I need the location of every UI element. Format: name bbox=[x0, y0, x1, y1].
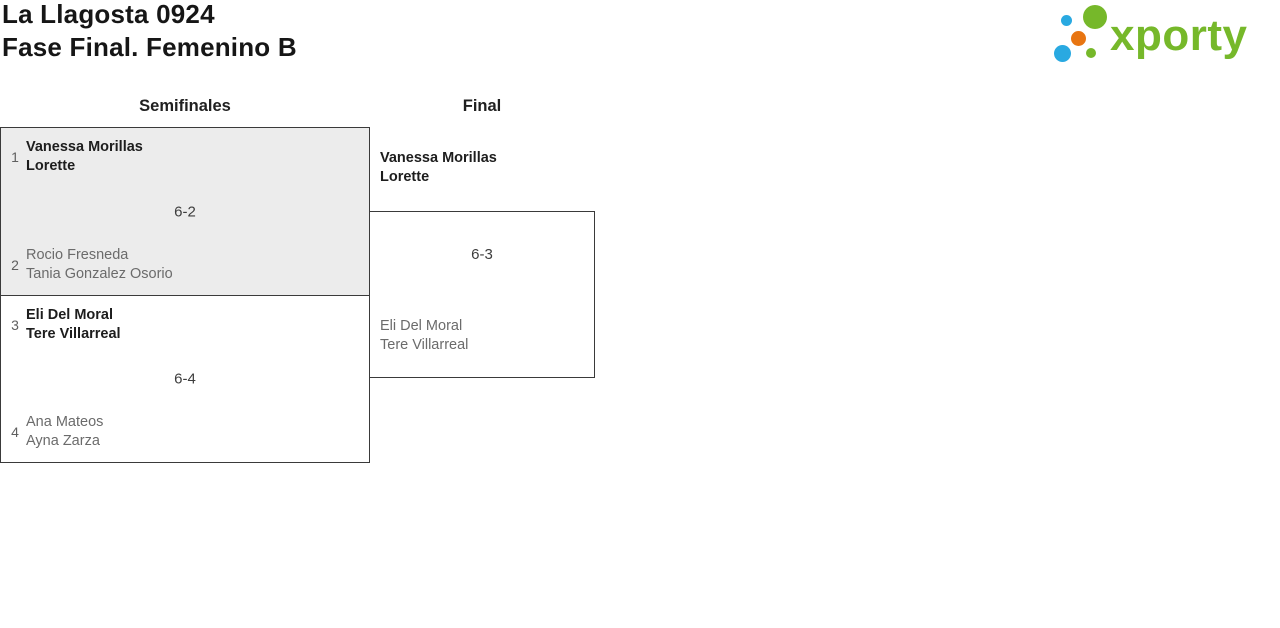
logo-dot-blue-large-icon bbox=[1054, 45, 1071, 62]
seed-number: 3 bbox=[11, 317, 19, 333]
player-name: Eli Del Moral bbox=[26, 307, 114, 323]
logo-dot-green-large-icon bbox=[1083, 5, 1107, 29]
team-names: Eli Del Moral Tere Villarreal bbox=[26, 306, 121, 344]
player-name: Ana Mateos bbox=[26, 414, 104, 430]
match-card-semifinal-2: 3 Eli Del Moral Tere Villarreal 6-4 4 An… bbox=[0, 295, 370, 463]
team-names: Vanessa Morillas Lorette bbox=[26, 138, 143, 176]
logo-dot-orange-icon bbox=[1071, 31, 1086, 46]
player-name: Vanessa Morillas bbox=[380, 150, 497, 166]
team-row-winner: 3 Eli Del Moral Tere Villarreal bbox=[1, 306, 121, 344]
xporty-logo: xporty bbox=[1050, 0, 1280, 72]
xporty-logo-text: xporty bbox=[1110, 11, 1248, 60]
player-name: Lorette bbox=[380, 169, 430, 185]
player-name: Rocio Fresneda bbox=[26, 247, 129, 263]
team-row-winner: 1 Vanessa Morillas Lorette bbox=[1, 138, 143, 176]
match-score: 6-3 bbox=[471, 246, 493, 263]
logo-dot-blue-small-icon bbox=[1061, 15, 1072, 26]
match-card-semifinal-1: 1 Vanessa Morillas Lorette 6-2 2 Rocio F… bbox=[0, 127, 370, 296]
final-winner-team: Vanessa Morillas Lorette bbox=[380, 149, 497, 187]
round-header-semifinales: Semifinales bbox=[139, 97, 231, 115]
tournament-name: La Llagosta 0924 bbox=[2, 0, 215, 29]
seed-number: 1 bbox=[11, 149, 19, 165]
player-name: Tania Gonzalez Osorio bbox=[26, 266, 173, 282]
match-card-final: 6-3 Eli Del Moral Tere Villarreal bbox=[369, 211, 595, 378]
player-name: Lorette bbox=[26, 158, 76, 174]
team-names: Rocio Fresneda Tania Gonzalez Osorio bbox=[26, 246, 173, 284]
final-loser-team: Eli Del Moral Tere Villarreal bbox=[380, 317, 468, 355]
team-names: Ana Mateos Ayna Zarza bbox=[26, 413, 103, 451]
match-score: 6-4 bbox=[174, 370, 196, 388]
team-row-loser: 2 Rocio Fresneda Tania Gonzalez Osorio bbox=[1, 246, 173, 284]
player-name: Tere Villarreal bbox=[380, 337, 469, 353]
player-name: Eli Del Moral bbox=[380, 318, 463, 334]
team-row-loser: 4 Ana Mateos Ayna Zarza bbox=[1, 413, 103, 451]
seed-number: 2 bbox=[11, 257, 19, 273]
bracket-phase-title: Fase Final. Femenino B bbox=[2, 32, 297, 62]
player-name: Ayna Zarza bbox=[26, 433, 100, 449]
logo-dot-green-small-icon bbox=[1086, 48, 1096, 58]
seed-number: 4 bbox=[11, 424, 19, 440]
player-name: Tere Villarreal bbox=[26, 326, 121, 342]
tournament-title: La Llagosta 0924 Fase Final. Femenino B bbox=[2, 0, 297, 64]
match-score: 6-2 bbox=[174, 203, 196, 220]
round-header-final: Final bbox=[462, 97, 502, 115]
player-name: Vanessa Morillas bbox=[26, 139, 143, 155]
